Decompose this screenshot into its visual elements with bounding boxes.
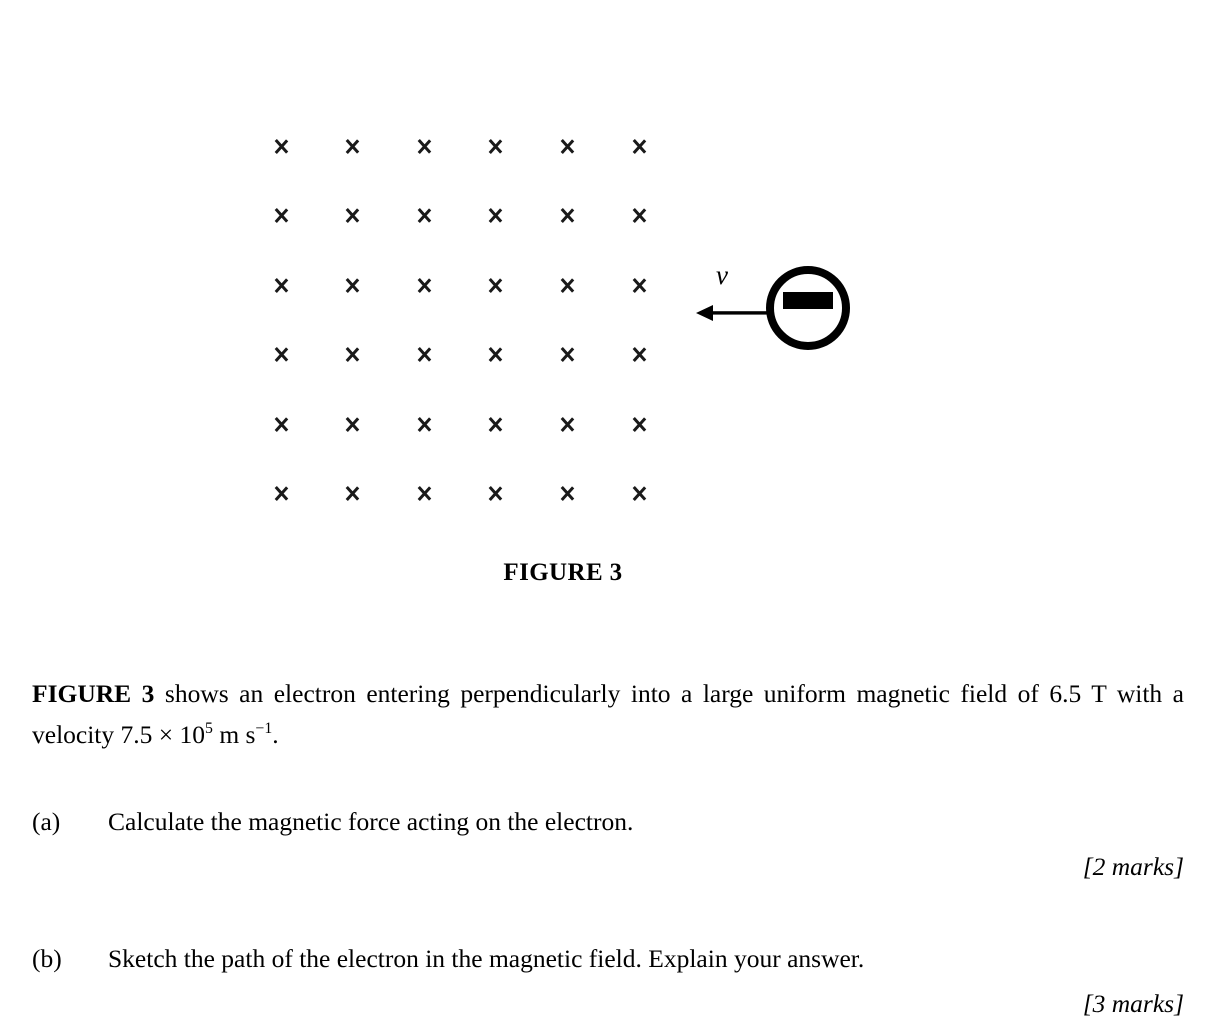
magnetic-field-grid — [272, 138, 702, 554]
question-label-b: (b) — [32, 944, 62, 973]
intro-exponent-2: −1 — [255, 720, 273, 738]
negative-charge-icon — [783, 291, 833, 309]
intro-paragraph: FIGURE 3 shows an electron entering perp… — [32, 673, 1184, 755]
field-into-page-x-icon — [558, 416, 576, 434]
field-into-page-x-icon — [344, 416, 362, 434]
field-into-page-x-icon — [630, 416, 648, 434]
field-into-page-x-icon — [630, 277, 648, 295]
question-part-b: (b) Sketch the path of the electron in th… — [32, 938, 1184, 979]
velocity-label: v — [716, 260, 728, 290]
intro-text-3: . — [272, 720, 279, 749]
figure-3-diagram: v — [0, 0, 1220, 545]
electron-circle-outline — [766, 266, 850, 350]
field-into-page-x-icon — [630, 138, 648, 156]
intro-text-1: shows an electron entering perpendicular… — [32, 679, 1184, 749]
field-into-page-x-icon — [415, 207, 433, 225]
field-into-page-x-icon — [272, 138, 290, 156]
question-part-a: (a) Calculate the magnetic force acting o… — [32, 801, 1184, 842]
field-into-page-x-icon — [487, 346, 505, 364]
field-into-page-x-icon — [630, 485, 648, 503]
field-into-page-x-icon — [487, 207, 505, 225]
intro-exponent-1: 5 — [205, 720, 213, 738]
field-into-page-x-icon — [487, 485, 505, 503]
field-into-page-x-icon — [272, 346, 290, 364]
field-into-page-x-icon — [272, 485, 290, 503]
question-text-a: Calculate the magnetic force acting on t… — [108, 807, 634, 836]
field-into-page-x-icon — [344, 485, 362, 503]
field-into-page-x-icon — [558, 485, 576, 503]
field-into-page-x-icon — [558, 277, 576, 295]
field-into-page-x-icon — [272, 416, 290, 434]
field-into-page-x-icon — [344, 207, 362, 225]
electron-symbol — [766, 266, 850, 350]
field-into-page-x-icon — [487, 416, 505, 434]
field-into-page-x-icon — [344, 138, 362, 156]
field-into-page-x-icon — [558, 207, 576, 225]
field-into-page-x-icon — [630, 207, 648, 225]
field-into-page-x-icon — [415, 346, 433, 364]
field-into-page-x-icon — [344, 346, 362, 364]
field-into-page-x-icon — [630, 346, 648, 364]
figure-caption: FIGURE 3 — [503, 559, 623, 586]
field-into-page-x-icon — [487, 138, 505, 156]
intro-bold-lead: FIGURE 3 — [32, 679, 155, 708]
field-into-page-x-icon — [487, 277, 505, 295]
field-into-page-x-icon — [344, 277, 362, 295]
velocity-arrow-icon — [696, 305, 772, 321]
intro-text-2: m s — [212, 720, 256, 749]
field-into-page-x-icon — [415, 138, 433, 156]
question-body: FIGURE 3 shows an electron entering perp… — [32, 673, 1184, 1024]
question-label-a: (a) — [32, 807, 61, 836]
field-into-page-x-icon — [415, 485, 433, 503]
field-into-page-x-icon — [415, 277, 433, 295]
field-into-page-x-icon — [272, 207, 290, 225]
marks-b: [3 marks] — [1082, 989, 1184, 1018]
field-into-page-x-icon — [558, 346, 576, 364]
marks-a: [2 marks] — [1082, 852, 1184, 881]
field-into-page-x-icon — [415, 416, 433, 434]
field-into-page-x-icon — [272, 277, 290, 295]
question-text-b: Sketch the path of the electron in the m… — [108, 944, 865, 973]
field-into-page-x-icon — [558, 138, 576, 156]
